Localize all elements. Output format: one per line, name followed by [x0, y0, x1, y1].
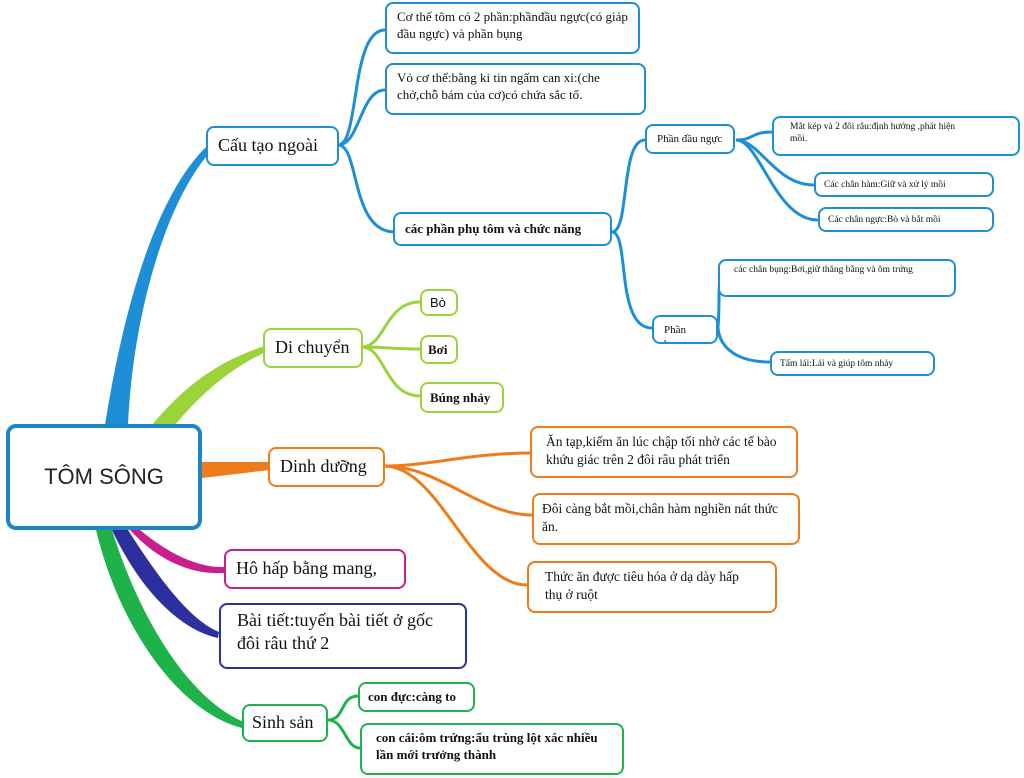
- branch-cau-tao: [105, 145, 210, 425]
- node-sinh-san[interactable]: Sinh sản: [242, 704, 328, 742]
- node-ho-hap[interactable]: Hô hấp bằng mang,: [224, 549, 406, 589]
- node-bung-nhay[interactable]: Búng nhảy: [420, 382, 504, 413]
- node-chan-ham[interactable]: Các chân hàm:Giữ và xử lý mồi: [814, 172, 994, 197]
- node-phan-bung[interactable]: Phần bụng: [652, 315, 718, 344]
- di-chuyen-links: [361, 300, 421, 398]
- node-dinh-duong[interactable]: Dinh dưỡng: [268, 447, 385, 487]
- node-bo[interactable]: Bò: [420, 289, 458, 316]
- node-con-duc[interactable]: con đực:càng to: [358, 682, 475, 712]
- node-thuc-an[interactable]: Thức ăn được tiêu hóa ở dạ dày hấp thụ ở…: [527, 561, 777, 613]
- node-phan-dau-nguc[interactable]: Phần đầu ngực: [645, 124, 735, 154]
- branch-dinh-duong: [202, 462, 270, 478]
- node-an-tap[interactable]: Ăn tạp,kiếm ăn lúc chập tối nhờ các tế b…: [530, 426, 798, 478]
- sinh-san-links: [327, 694, 361, 750]
- node-tam-lai[interactable]: Tấm lái:Lái và giúp tôm nhảy: [770, 351, 935, 376]
- node-chan-nguc[interactable]: Các chân ngực:Bò và bắt mồi: [818, 207, 994, 232]
- node-vo-co-the[interactable]: Vỏ cơ thể:bằng ki tin ngấm can xi:(che c…: [385, 63, 646, 115]
- node-co-the-tom[interactable]: Cơ thể tôm có 2 phần:phầnđầu ngực(có giá…: [385, 2, 640, 54]
- node-phan-phu[interactable]: các phần phụ tôm và chức năng: [393, 212, 612, 246]
- node-cau-tao-ngoai[interactable]: Cấu tạo ngoài: [206, 126, 339, 166]
- node-boi[interactable]: Bơi: [420, 335, 458, 364]
- root-node[interactable]: TÔM SÔNG: [6, 424, 202, 530]
- branch-ho-hap: [130, 530, 224, 574]
- node-doi-cang[interactable]: Đôi càng bắt mồi,chân hàm nghiền nát thứ…: [532, 493, 800, 545]
- branch-sinh-san: [96, 530, 244, 728]
- node-con-cai[interactable]: con cái:ôm trứng:ấu trùng lột xác nhiều …: [360, 723, 624, 775]
- node-di-chuyen[interactable]: Di chuyển: [263, 328, 363, 368]
- node-chan-bung[interactable]: các chân bụng:Bơi,giữ thăng bằng và ôm t…: [718, 259, 956, 297]
- node-bai-tiet[interactable]: Bài tiết:tuyến bài tiết ở gốc đôi râu th…: [219, 603, 467, 669]
- branch-di-chuyen: [152, 346, 266, 425]
- node-mat-kep[interactable]: Mắt kép và 2 đôi râu:định hướng ,phát hi…: [772, 116, 1020, 156]
- branch-bai-tiet: [112, 530, 219, 638]
- dinh-duong-links: [383, 451, 533, 587]
